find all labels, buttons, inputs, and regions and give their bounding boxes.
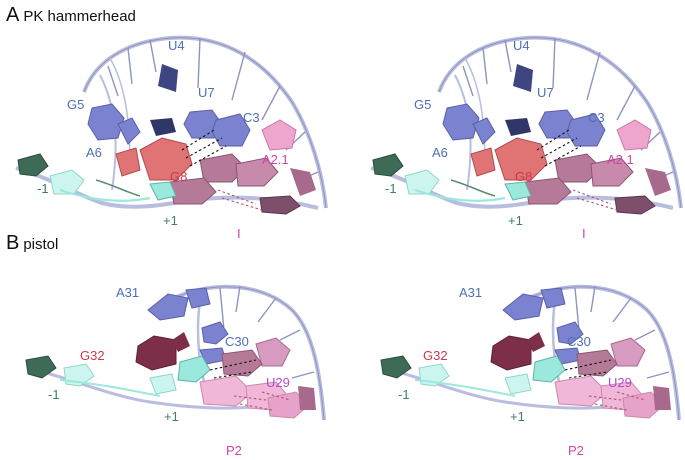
panel-a-labels-left: U4 G5 U7 C3 A6 A2.1 G8 -1 +1 I: [37, 38, 289, 241]
label-i: I: [582, 226, 586, 241]
panel-b-labels-right: A31 C30 G32 U29 -1 +1 P2: [398, 285, 632, 458]
label-p2: P2: [568, 443, 584, 458]
label-u29: U29: [608, 375, 632, 390]
label-g8: G8: [170, 169, 187, 184]
label-minus-1: -1: [385, 181, 397, 196]
panel-a-letter: A: [6, 4, 20, 26]
label-u4: U4: [513, 38, 530, 53]
panel-a-name: PK hammerhead: [23, 8, 136, 25]
label-u29: U29: [266, 375, 290, 390]
label-a6: A6: [86, 145, 102, 160]
label-c3: C3: [588, 110, 605, 125]
label-u7: U7: [198, 85, 215, 100]
label-a31: A31: [116, 285, 139, 300]
label-g32: G32: [80, 348, 105, 363]
label-g8: G8: [515, 169, 532, 184]
label-plus-1: +1: [163, 213, 178, 228]
label-plus-1: +1: [508, 213, 523, 228]
label-g5: G5: [414, 97, 431, 112]
panel-b-letter: B: [6, 232, 20, 254]
label-a31: A31: [459, 285, 482, 300]
label-u4: U4: [168, 38, 185, 53]
panel-b-structure-left: [24, 284, 326, 422]
label-c3: C3: [243, 110, 260, 125]
label-c30: C30: [567, 334, 591, 349]
label-a2-1: A2.1: [262, 152, 289, 167]
panel-a-labels-right: U4 G5 U7 C3 A6 A2.1 G8 -1 +1 I: [385, 38, 634, 241]
label-p2: P2: [226, 443, 242, 458]
label-g32: G32: [423, 348, 448, 363]
panel-b-labels-left: A31 C30 G32 U29 -1 +1 P2: [48, 285, 290, 458]
label-a2-1: A2.1: [607, 152, 634, 167]
label-minus-1: -1: [398, 387, 410, 402]
label-plus-1: +1: [164, 409, 179, 424]
label-a6: A6: [432, 145, 448, 160]
label-c30: C30: [225, 334, 249, 349]
panel-b-name: pistol: [23, 236, 59, 253]
label-minus-1: -1: [48, 387, 60, 402]
label-g5: G5: [67, 97, 84, 112]
label-minus-1: -1: [37, 181, 49, 196]
label-plus-1: +1: [510, 409, 525, 424]
panel-a-structure-right: [369, 35, 683, 217]
label-u7: U7: [537, 85, 554, 100]
label-i: I: [237, 226, 241, 241]
panel-a-structure-left: [14, 35, 328, 217]
